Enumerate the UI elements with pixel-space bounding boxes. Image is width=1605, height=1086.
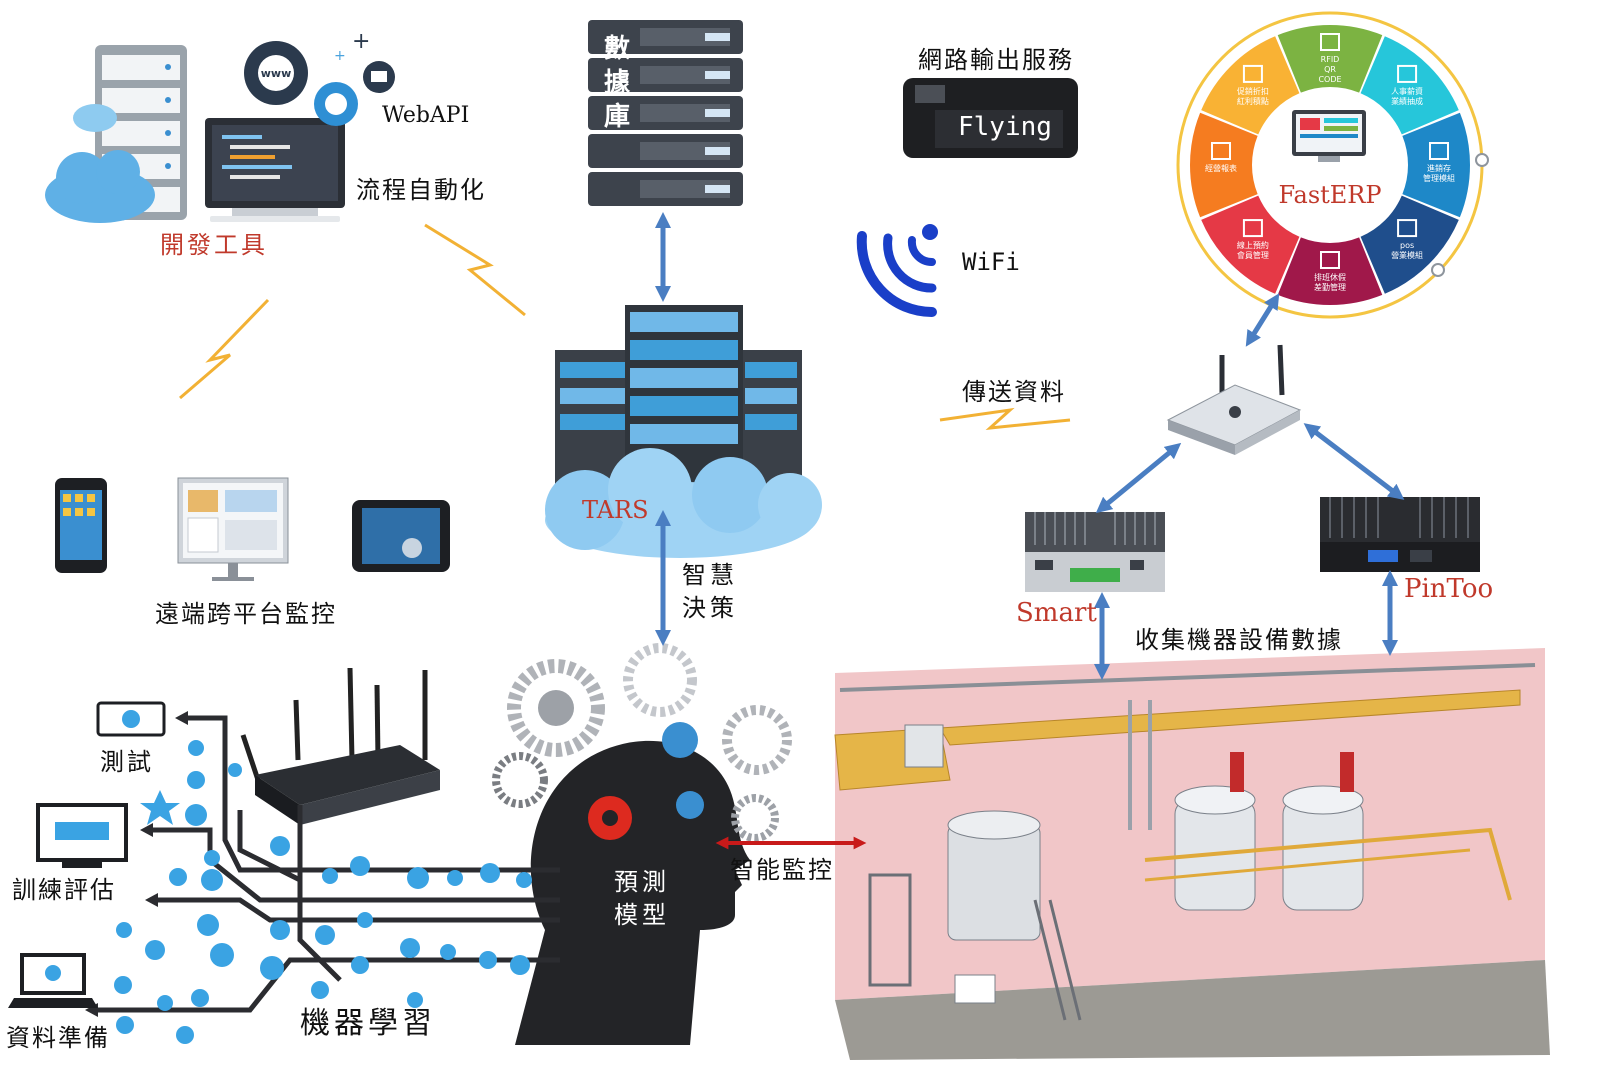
fasterp-segment (1402, 112, 1470, 218)
machine-learning-label: 機器學習 (300, 1006, 436, 1041)
fasterp-segment (1190, 112, 1258, 218)
smart-box-icon (1025, 512, 1165, 592)
fasterp-segment (1201, 195, 1300, 294)
smart-monitor-label: 智能監控 (730, 856, 834, 884)
mail-gear-icon: + + (334, 29, 395, 93)
fasterp-segment-icon (1429, 142, 1449, 160)
fasterp-segment (1277, 237, 1383, 305)
fasterp-segment-label: 會員管理 (1237, 250, 1269, 260)
fasterp-segment-icon (1320, 251, 1340, 269)
svg-text:+: + (334, 48, 346, 64)
monitor-code-icon (205, 118, 345, 222)
pintoo-box-icon (1320, 497, 1480, 572)
cloud-icon (45, 104, 155, 223)
fasterp-segment-label: 營業模組 (1391, 250, 1423, 260)
fasterp-segment-label: 經營報表 (1205, 163, 1237, 173)
svg-text:www: www (261, 67, 292, 80)
svg-text:+: + (352, 29, 370, 54)
laptop-icon (8, 953, 98, 1008)
fasterp-segment-label: QR (1324, 65, 1336, 74)
gears-icon (492, 643, 792, 842)
predict-model-label-2: 模型 (614, 901, 670, 929)
fasterp-segment-label: 排班休假 (1314, 272, 1346, 282)
tablet-icon (352, 500, 450, 572)
data-prep-label: 資料準備 (6, 1024, 110, 1052)
smart-decision-label-1: 智慧 (682, 561, 738, 589)
fasterp-segment-label: CODE (1318, 75, 1341, 84)
gateway-device-icon (240, 667, 440, 825)
fasterp-segment-icon (1397, 64, 1418, 83)
tars-label: TARS (582, 496, 649, 524)
dev-tools-label: 開發工具 (160, 231, 268, 259)
people-gear-icon (314, 82, 358, 126)
fasterp-segment-icon (1211, 142, 1231, 160)
fasterp-segment-label: RFID (1321, 55, 1340, 64)
database-server-icon (588, 20, 743, 206)
fasterp-segment-icon (1242, 64, 1263, 83)
www-gear-icon: www (244, 41, 308, 105)
lightning-icon (179, 223, 1071, 430)
database-label-1: 數 (604, 34, 631, 64)
wifi-label: WiFi (962, 248, 1020, 276)
fasterp-segment-label: 進銷存 (1427, 163, 1451, 173)
remote-monitor-label: 遠端跨平台監控 (155, 600, 337, 628)
fasterp-segment (1360, 195, 1459, 294)
fasterp-segment (1360, 36, 1459, 135)
fasterp-center-label: FastERP (1278, 181, 1381, 209)
fasterp-monitor-icon (1292, 110, 1366, 162)
fasterp-segment (1201, 36, 1300, 135)
fasterp-segment-label: pos (1400, 241, 1414, 250)
network-output-label: 網路輸出服務 (918, 46, 1074, 74)
tars-server-icon (555, 305, 802, 510)
train-eval-label: 訓練評估 (12, 876, 116, 904)
arrow-router-smart (1095, 442, 1182, 514)
monitor-dashboard-icon (177, 477, 289, 581)
fasterp-segment-icon (1397, 219, 1418, 238)
wifi-icon (856, 224, 938, 318)
fasterp-segment-icon (1320, 33, 1340, 51)
fasterp-segment-label: 差勤管理 (1314, 282, 1346, 292)
fasterp-segment-label: 線上預約 (1237, 240, 1269, 250)
fasterp-segment-label: 紅利積點 (1237, 96, 1269, 106)
ml-small-icons (114, 740, 532, 1044)
fasterp-segment (1277, 25, 1383, 93)
database-label-3: 庫 (604, 102, 631, 132)
smartphone-icon (55, 478, 107, 573)
connector-arrows (654, 211, 1405, 681)
training-monitor-icon (36, 803, 128, 868)
pintoo-label: PinToo (1404, 574, 1494, 604)
fasterp-ring-dot (1431, 263, 1445, 277)
test-label: 測試 (100, 748, 154, 776)
fasterp-segment-label: 促銷折扣 (1237, 86, 1269, 96)
webapi-label: WebAPI (382, 103, 470, 128)
arrow-router-pintoo (1303, 423, 1405, 500)
send-data-label: 傳送資料 (962, 378, 1066, 406)
fasterp-ring-dot (1475, 153, 1489, 167)
process-automation-label: 流程自動化 (356, 176, 486, 204)
router-icon (1166, 344, 1302, 455)
arrow-router-fasterp (1245, 293, 1280, 347)
predict-model-label-1: 預測 (614, 868, 670, 896)
printer-icon (903, 78, 1078, 158)
smart-decision-label-2: 決策 (682, 594, 738, 622)
collect-data-label: 收集機器設備數據 (1135, 626, 1343, 654)
smart-label: Smart (1016, 598, 1097, 628)
printer-label: Flying (958, 112, 1052, 142)
tars-cloud-icon (545, 448, 822, 558)
fasterp-segment-label: 人事薪資 (1391, 86, 1423, 96)
database-label-2: 據 (604, 68, 631, 98)
fasterp-segment-label: 管理模組 (1423, 173, 1455, 183)
factory-scene (834, 648, 1550, 1060)
test-monitor-icon (96, 701, 166, 737)
fasterp-segment-icon (1242, 219, 1263, 238)
fasterp-segment-label: 業績抽成 (1391, 96, 1423, 106)
